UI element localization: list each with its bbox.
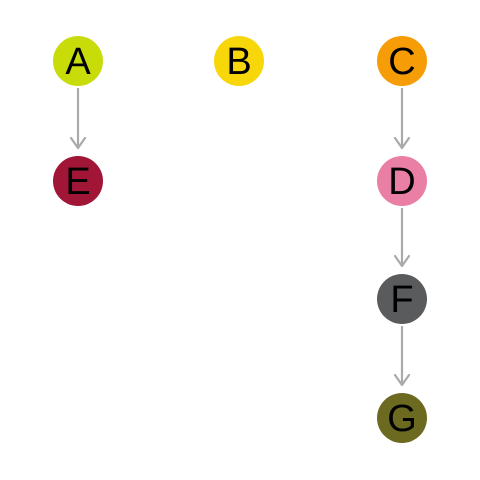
node-circle bbox=[53, 36, 103, 86]
node-circle bbox=[53, 156, 103, 206]
node-d: D bbox=[377, 156, 427, 206]
node-a: A bbox=[53, 36, 103, 86]
edge-c-d bbox=[393, 88, 411, 150]
node-b: B bbox=[214, 36, 264, 86]
node-label: G bbox=[387, 398, 417, 440]
node-circle bbox=[377, 274, 427, 324]
node-circle bbox=[214, 36, 264, 86]
arrowhead-icon bbox=[393, 254, 411, 268]
node-circle bbox=[377, 156, 427, 206]
nodes-layer: A B C D E F G bbox=[53, 36, 427, 443]
node-circle bbox=[377, 393, 427, 443]
arrowhead-icon bbox=[69, 136, 87, 150]
node-label: B bbox=[226, 41, 251, 83]
node-g: G bbox=[377, 393, 427, 443]
node-label: F bbox=[390, 279, 413, 321]
arrowhead-icon bbox=[393, 373, 411, 387]
edge-f-g bbox=[393, 326, 411, 387]
arrowhead-icon bbox=[393, 136, 411, 150]
node-label: D bbox=[388, 161, 415, 203]
node-label: E bbox=[65, 161, 90, 203]
node-label: C bbox=[388, 41, 415, 83]
node-c: C bbox=[377, 36, 427, 86]
node-circle bbox=[377, 36, 427, 86]
edge-a-e bbox=[69, 88, 87, 150]
edges-layer bbox=[69, 88, 411, 387]
node-f: F bbox=[377, 274, 427, 324]
node-e: E bbox=[53, 156, 103, 206]
node-label: A bbox=[65, 41, 91, 83]
edge-d-f bbox=[393, 208, 411, 268]
